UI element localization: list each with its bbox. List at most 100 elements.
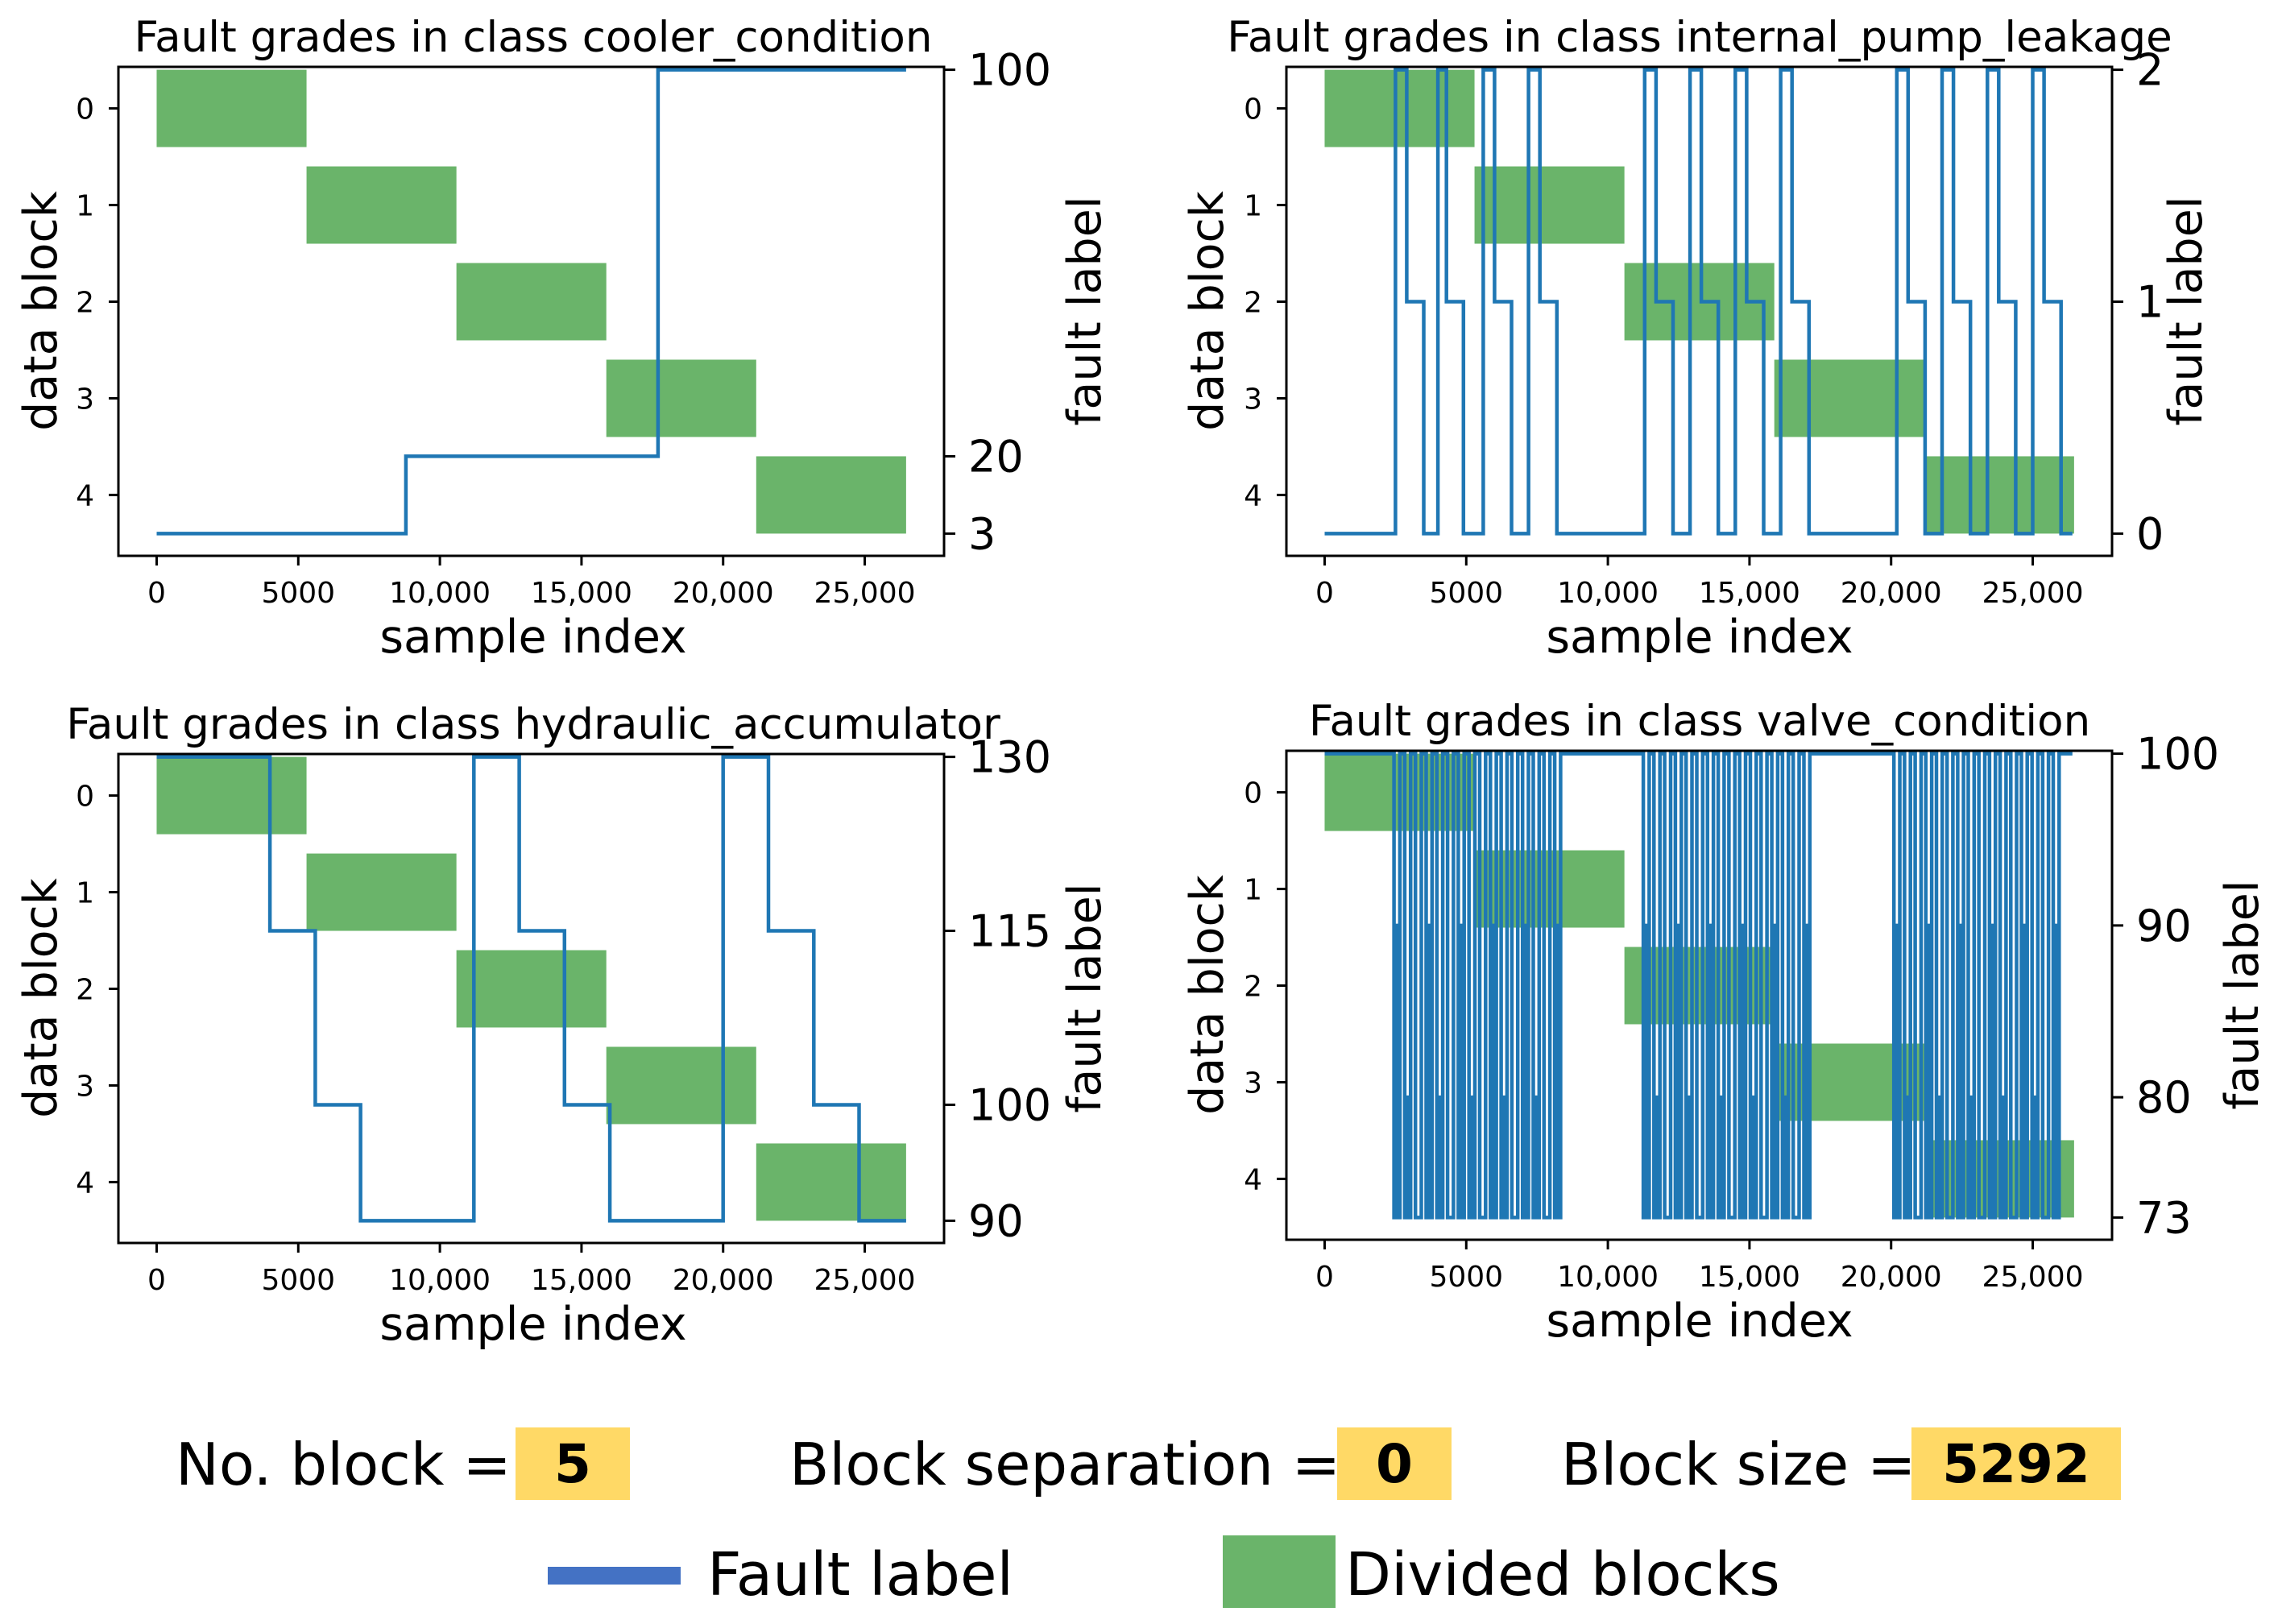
y2-axis-label: fault label	[2160, 196, 2213, 425]
divided-block-2	[456, 263, 607, 341]
x-tick-label: 20,000	[1841, 1261, 1942, 1294]
y-tick-label: 4	[1244, 479, 1262, 512]
x-tick-label: 5000	[261, 1264, 335, 1297]
plot-frame	[1285, 749, 2114, 1241]
y-tick-label: 3	[76, 1070, 94, 1103]
x-tick-label: 10,000	[1557, 1261, 1659, 1294]
divided-block-4	[1924, 456, 2074, 534]
y2-tick-label: 115	[968, 906, 1051, 957]
fault-label-line	[156, 68, 906, 536]
y-tick-label: 4	[76, 479, 94, 512]
legend-line-label: Fault label	[707, 1540, 1013, 1610]
y2-tick-label: 73	[2136, 1192, 2192, 1243]
x-tick-label: 15,000	[531, 1264, 632, 1297]
x-tick-label: 25,000	[814, 577, 916, 610]
x-axis-label: sample index	[379, 1298, 686, 1351]
divided-block-3	[1774, 1043, 1924, 1121]
y-tick-label: 0	[76, 93, 94, 126]
divided-block-3	[606, 359, 756, 437]
x-axis-label: sample index	[1546, 611, 1853, 664]
divided-block-2	[456, 950, 607, 1028]
chart-title: Fault grades in class internal_pump_leak…	[1227, 13, 2172, 62]
plot-frame	[117, 752, 946, 1245]
x-tick-label: 15,000	[1699, 1261, 1800, 1294]
y-tick-label: 2	[1244, 287, 1262, 320]
x-tick-label: 5000	[261, 577, 335, 610]
divided-block-4	[756, 1143, 906, 1221]
block-size-value: 5292	[1942, 1433, 2090, 1495]
parameter-row: No. block = 5 Block separation = 0 Block…	[176, 1427, 2121, 1500]
y-tick-label: 3	[1244, 1067, 1262, 1100]
y2-tick-label: 20	[968, 431, 1024, 482]
y2-tick-label: 3	[968, 508, 996, 559]
y-tick-label: 4	[1244, 1163, 1262, 1196]
y-axis-label: data block	[1181, 875, 1234, 1115]
plot-frame	[1285, 65, 2114, 557]
y2-tick-label: 2	[2136, 45, 2164, 96]
fault-label-line	[1324, 68, 2073, 536]
y2-tick-label: 90	[2136, 901, 2192, 951]
y-tick-label: 3	[1244, 383, 1262, 416]
divided-block-0	[156, 69, 307, 147]
legend-block-swatch	[1223, 1535, 1336, 1608]
x-tick-label: 0	[1315, 577, 1334, 610]
divided-block-1	[1474, 166, 1625, 244]
legend: Fault label Divided blocks	[548, 1535, 1780, 1610]
x-tick-label: 0	[147, 577, 166, 610]
divided-block-0	[156, 756, 307, 835]
y-axis-label: data block	[14, 191, 68, 431]
divided-block-4	[756, 456, 906, 534]
divided-block-3	[606, 1046, 756, 1125]
legend-block-label: Divided blocks	[1345, 1540, 1780, 1610]
x-tick-label: 25,000	[1982, 577, 2084, 610]
panel-hydraulic-accumulator: Fault grades in class hydraulic_accumula…	[14, 700, 1112, 1351]
x-axis-label: sample index	[379, 611, 686, 664]
y-tick-label: 1	[76, 190, 94, 223]
block-size-label: Block size =	[1561, 1431, 1915, 1498]
divided-block-1	[306, 853, 457, 931]
x-axis-label: sample index	[1546, 1295, 1853, 1348]
x-tick-label: 15,000	[531, 577, 632, 610]
panel-cooler-condition: Fault grades in class cooler_condition 0…	[14, 13, 1112, 664]
y-tick-label: 1	[76, 877, 94, 910]
y-tick-label: 4	[76, 1166, 94, 1199]
block-separation-highlight	[1337, 1427, 1452, 1500]
divided-block-1	[306, 166, 457, 244]
y-tick-label: 0	[1244, 777, 1262, 810]
y2-tick-label: 80	[2136, 1072, 2192, 1123]
x-tick-label: 10,000	[389, 577, 491, 610]
divided-block-3	[1774, 359, 1924, 437]
y-tick-label: 1	[1244, 874, 1262, 907]
x-tick-label: 25,000	[814, 1264, 916, 1297]
x-tick-label: 5000	[1429, 577, 1503, 610]
y2-axis-label: fault label	[1058, 196, 1112, 425]
y2-tick-label: 90	[968, 1195, 1024, 1246]
y-tick-label: 0	[1244, 93, 1262, 126]
chart-title: Fault grades in class hydraulic_accumula…	[66, 700, 1000, 749]
y2-axis-label: fault label	[2216, 880, 2269, 1109]
y-tick-label: 1	[1244, 190, 1262, 223]
y-tick-label: 0	[76, 781, 94, 814]
y2-axis-label: fault label	[1058, 883, 1112, 1112]
x-tick-label: 0	[1315, 1261, 1334, 1294]
block-size-highlight	[1911, 1427, 2121, 1500]
y2-tick-label: 0	[2136, 508, 2164, 559]
x-tick-label: 20,000	[673, 577, 774, 610]
y-axis-label: data block	[14, 878, 68, 1118]
y2-tick-label: 130	[968, 732, 1051, 783]
x-tick-label: 10,000	[1557, 577, 1659, 610]
x-tick-label: 0	[147, 1264, 166, 1297]
fault-label-line	[156, 755, 906, 1223]
y2-tick-label: 100	[2136, 729, 2219, 780]
y-axis-label: data block	[1181, 191, 1234, 431]
no-block-highlight	[516, 1427, 630, 1500]
y-tick-label: 2	[1244, 971, 1262, 1004]
divided-block-0	[1324, 69, 1475, 147]
block-separation-label: Block separation =	[789, 1431, 1340, 1498]
